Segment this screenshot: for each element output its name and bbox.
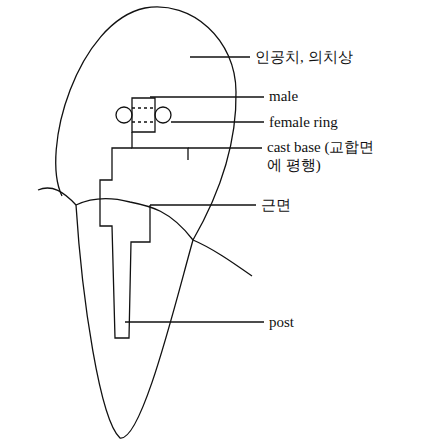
label-post: post (269, 313, 419, 331)
leader-line (188, 147, 262, 148)
leader-line (190, 56, 250, 57)
label-root-surface: 근면 (261, 196, 411, 214)
gum-line (38, 188, 76, 205)
ring-hidden-line (132, 121, 155, 122)
post (100, 205, 150, 338)
label-artificial-tooth: 인공치, 의치상 (255, 48, 420, 66)
gum-line (193, 240, 252, 276)
cast-base (132, 132, 188, 160)
female-ring (155, 107, 171, 123)
label-cast-base: cast base (교합면에 평행) (267, 138, 375, 174)
leader-line (125, 321, 264, 322)
female-ring (116, 107, 132, 123)
male-attachment (132, 98, 155, 132)
label-female-ring: female ring (269, 113, 419, 131)
leader-line (150, 204, 256, 205)
leader-line (171, 121, 264, 122)
ring-hidden-line (132, 107, 155, 108)
label-male: male (269, 87, 419, 105)
leader-line (150, 96, 264, 97)
core (100, 148, 132, 205)
